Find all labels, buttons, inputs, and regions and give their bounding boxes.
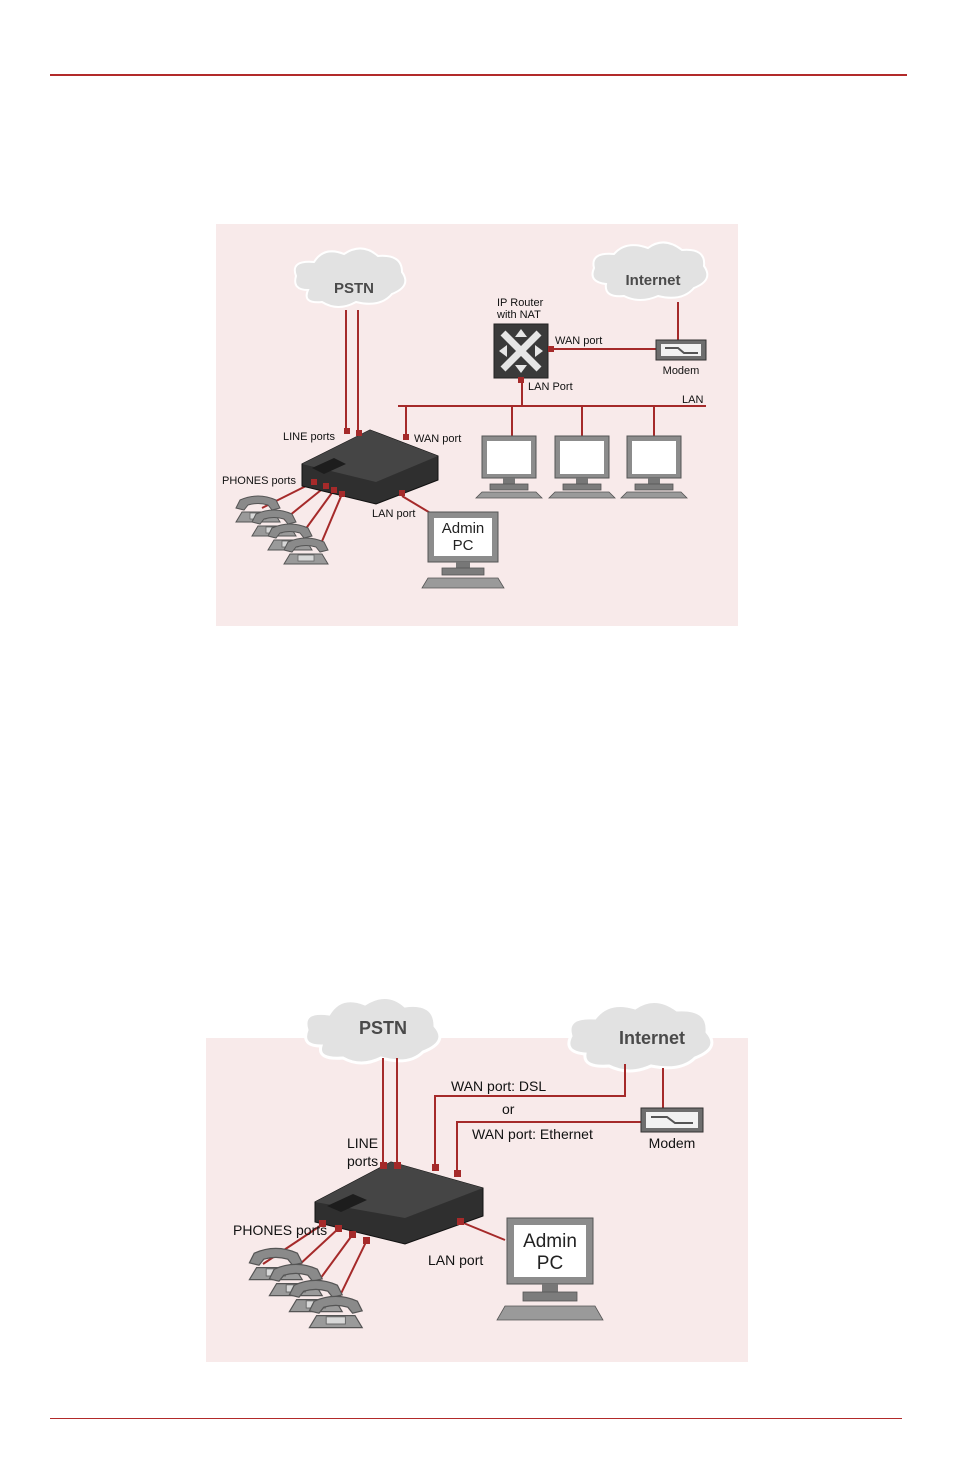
modem: Modem	[656, 340, 706, 377]
pstn-cloud: PSTN	[306, 997, 440, 1063]
figure-network-router-nat: PSTN Internet IP Router with NAT WAN por…	[216, 224, 738, 626]
modem-label: Modem	[649, 1135, 696, 1151]
bottom-rule	[50, 1418, 902, 1419]
modem-label: Modem	[663, 365, 700, 377]
internet-cloud: Internet	[569, 1001, 712, 1071]
top-rule	[50, 74, 907, 76]
router-lan-label: LAN Port	[528, 381, 573, 393]
or-label: or	[502, 1101, 515, 1117]
figure-network-direct-wan: PSTN Internet WAN port: DSL or WAN port:…	[205, 992, 749, 1362]
line-ports-label-line1: LINE	[347, 1135, 378, 1151]
router-label-line2: with NAT	[496, 309, 541, 321]
lan-label: LAN	[682, 394, 703, 406]
internet-label: Internet	[625, 272, 680, 289]
lan-port-label: LAN port	[372, 508, 415, 520]
admin-pc-label-line1: Admin	[523, 1231, 577, 1252]
pstn-label: PSTN	[334, 280, 374, 297]
wan-ethernet-label: WAN port: Ethernet	[472, 1126, 593, 1142]
internet-label: Internet	[619, 1028, 685, 1048]
admin-pc-label-line2: PC	[537, 1253, 563, 1274]
admin-pc-label-line2: PC	[453, 537, 474, 554]
pstn-label: PSTN	[359, 1018, 407, 1038]
router-label-line1: IP Router	[497, 297, 544, 309]
wan-dsl-label: WAN port: DSL	[451, 1078, 546, 1094]
phones-ports-label: PHONES ports	[233, 1222, 327, 1238]
line-ports-label: LINE ports	[283, 431, 335, 443]
modem: Modem	[641, 1108, 703, 1151]
lan-port-label: LAN port	[428, 1252, 483, 1268]
router-wan-label: WAN port	[555, 335, 602, 347]
wan-port-label: WAN port	[414, 433, 461, 445]
phones-ports-label: PHONES ports	[222, 475, 296, 487]
line-ports-label-line2: ports	[347, 1153, 378, 1169]
admin-pc-label-line1: Admin	[442, 520, 485, 537]
